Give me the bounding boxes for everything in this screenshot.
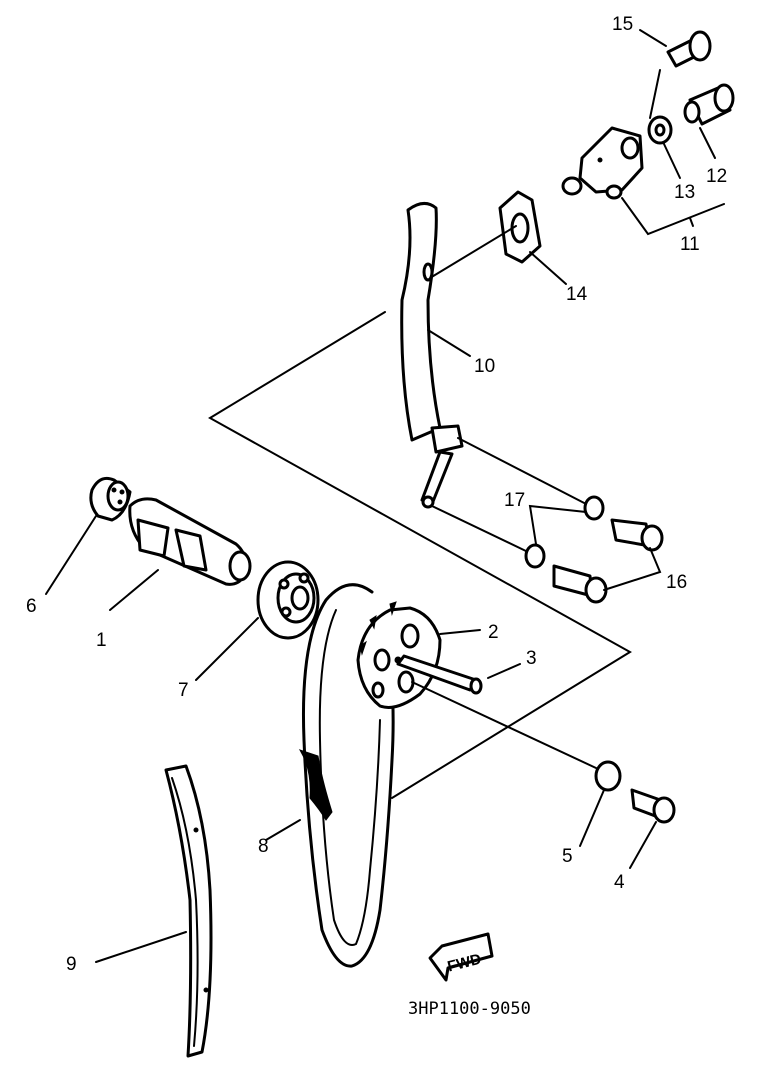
callout-17: 17 <box>504 490 525 511</box>
chain-guide-lower[interactable] <box>164 764 213 1058</box>
leader-7 <box>195 617 259 681</box>
leader-12 <box>699 127 716 159</box>
leader-2 <box>439 629 481 635</box>
leader-16 <box>603 547 662 591</box>
diagram-code: 3HP1100-9050 <box>408 999 531 1019</box>
guide-washer-upper[interactable] <box>583 495 605 521</box>
axis-line-sprocket <box>411 681 597 769</box>
dowel-pin[interactable] <box>396 654 483 695</box>
callout-11: 11 <box>680 234 700 255</box>
mount-line-10a <box>457 437 591 507</box>
tensioner-gasket[interactable] <box>498 190 542 264</box>
callout-9: 9 <box>66 954 77 975</box>
leader-14 <box>529 251 567 285</box>
cap-bolt[interactable] <box>683 83 735 126</box>
callout-3: 3 <box>526 648 537 669</box>
callout-2: 2 <box>488 622 499 643</box>
camshaft[interactable] <box>128 497 252 586</box>
leader-13 <box>663 143 681 179</box>
mount-line-14 <box>429 225 517 279</box>
leader-1 <box>109 569 159 611</box>
callout-14: 14 <box>566 284 588 305</box>
leader-8 <box>265 819 301 841</box>
callout-15: 15 <box>612 14 633 35</box>
guide-washer-lower[interactable] <box>524 543 546 569</box>
callout-10: 10 <box>474 356 495 377</box>
callout-16: 16 <box>666 572 687 593</box>
leader-3 <box>487 663 521 679</box>
guide-bolt-lower[interactable] <box>552 564 608 604</box>
leader-5 <box>579 789 605 847</box>
chain-guide-upper[interactable] <box>400 202 464 509</box>
callout-12: 12 <box>706 166 727 187</box>
fwd-arrow: FWD <box>428 932 494 982</box>
leader-17 <box>528 504 587 545</box>
leader-9 <box>95 931 187 963</box>
leader-10 <box>427 329 471 357</box>
callout-4: 4 <box>614 872 625 893</box>
leader-11 <box>621 197 725 236</box>
leader-4 <box>629 821 657 869</box>
leader-15 <box>639 29 667 47</box>
leader-6 <box>45 515 97 595</box>
camshaft-bearing-left[interactable] <box>89 476 132 522</box>
callout-6: 6 <box>26 596 37 617</box>
sprocket-washer[interactable] <box>594 760 622 792</box>
leader-11-stem <box>689 217 694 227</box>
assembly-outline <box>208 311 632 799</box>
callout-5: 5 <box>562 846 573 867</box>
cam-sprocket[interactable] <box>356 601 442 709</box>
bolt-axis-15 <box>649 69 661 119</box>
camshaft-ball-bearing[interactable] <box>256 560 320 640</box>
callout-8: 8 <box>258 836 269 857</box>
callout-7: 7 <box>178 680 189 701</box>
gasket-washer[interactable] <box>647 115 673 145</box>
tensioner-bolt[interactable] <box>666 30 712 68</box>
sprocket-bolt[interactable] <box>630 788 676 824</box>
cam-chain-tensioner[interactable] <box>561 126 644 200</box>
callout-1: 1 <box>96 630 107 651</box>
callout-13: 13 <box>674 182 695 203</box>
guide-bolt-upper[interactable] <box>610 518 664 552</box>
mount-line-10b <box>431 505 529 553</box>
